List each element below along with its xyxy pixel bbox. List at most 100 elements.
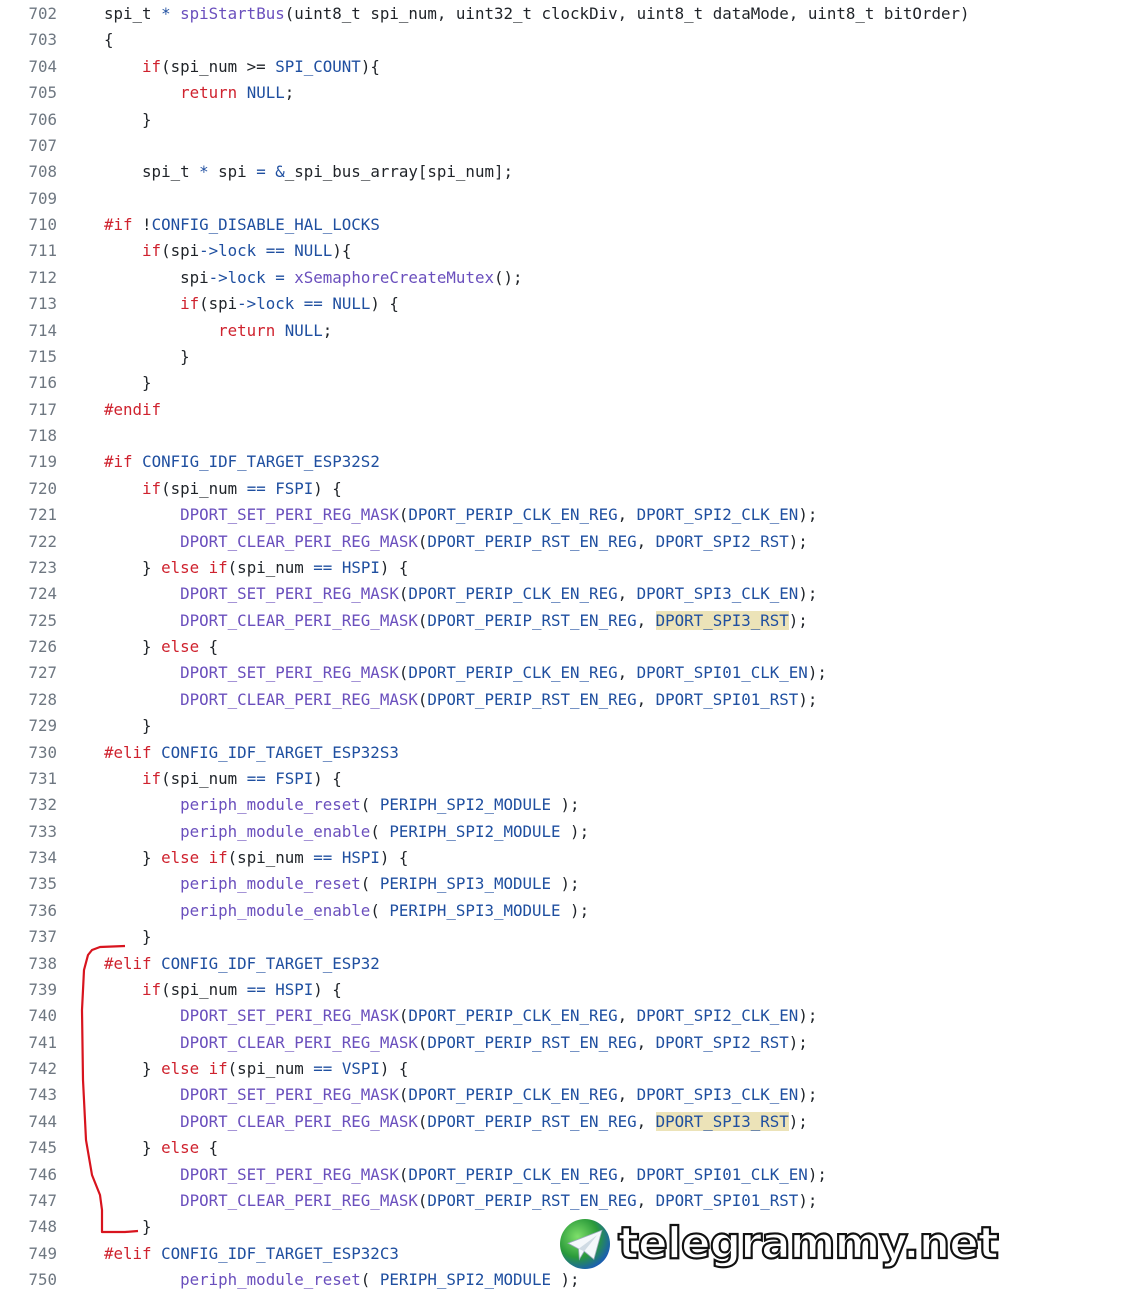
line-number[interactable]: 704 <box>28 56 57 76</box>
line-number[interactable]: 708 <box>28 162 57 182</box>
constant-token: FSPI <box>275 478 314 498</box>
constant-token: == <box>246 768 266 788</box>
code-token: (spi_num <box>227 557 314 577</box>
line-number[interactable]: 748 <box>28 1217 57 1237</box>
line-number[interactable]: 705 <box>28 83 57 103</box>
line-source: #if CONFIG_IDF_TARGET_ESP32S2 <box>104 449 380 475</box>
line-source: DPORT_CLEAR_PERI_REG_MASK(DPORT_PERIP_RS… <box>104 608 808 634</box>
line-source: #elif CONFIG_IDF_TARGET_ESP32S3 <box>104 740 399 766</box>
line-number[interactable]: 702 <box>28 4 57 23</box>
constant-token: DPORT_PERIP_RST_EN_REG <box>427 531 637 551</box>
line-source: } else if(spi_num == HSPI) { <box>104 555 408 581</box>
code-token: (spi_num <box>227 1059 314 1078</box>
line-number[interactable]: 726 <box>28 637 57 656</box>
constant-token: == <box>246 478 266 498</box>
keyword-token: if <box>142 241 162 261</box>
code-token: ; <box>322 320 333 340</box>
line-number[interactable]: 738 <box>28 953 57 973</box>
line-source: DPORT_SET_PERI_REG_MASK(DPORT_PERIP_CLK_… <box>104 1162 827 1188</box>
keyword-token: return <box>180 83 238 103</box>
line-number[interactable]: 737 <box>28 927 57 947</box>
line-number[interactable]: 703 <box>28 30 57 50</box>
constant-token: DPORT_PERIP_CLK_EN_REG <box>408 1164 618 1184</box>
function-token: DPORT_CLEAR_PERI_REG_MASK <box>180 1190 418 1210</box>
keyword-token: if <box>208 557 228 577</box>
code-token: ) { <box>379 557 409 577</box>
constant-token: CONFIG_IDF_TARGET_ESP32S3 <box>161 742 399 762</box>
line-source: } <box>104 344 190 370</box>
line-number[interactable]: 725 <box>28 610 57 630</box>
line-source: DPORT_CLEAR_PERI_REG_MASK(DPORT_PERIP_RS… <box>104 1188 817 1214</box>
line-number[interactable]: 713 <box>28 294 57 314</box>
code-token <box>266 479 276 498</box>
line-number[interactable]: 747 <box>28 1190 57 1210</box>
line-number[interactable]: 707 <box>28 135 57 155</box>
line-source: #elif CONFIG_IDF_TARGET_ESP32C3 <box>104 1241 399 1267</box>
code-token: , <box>617 663 637 683</box>
line-number[interactable]: 709 <box>28 188 57 208</box>
line-number[interactable]: 746 <box>28 1164 57 1184</box>
line-number[interactable]: 740 <box>28 1006 57 1026</box>
line-number[interactable]: 706 <box>28 109 57 129</box>
watermark-text: telegrammy.net <box>617 1217 1000 1270</box>
line-number[interactable]: 711 <box>28 241 57 261</box>
constant-token: DPORT_PERIP_RST_EN_REG <box>427 1190 637 1210</box>
line-number[interactable]: 722 <box>28 531 57 551</box>
line-number[interactable]: 745 <box>28 1138 57 1158</box>
code-token <box>104 980 142 999</box>
line-number[interactable]: 750 <box>28 1270 57 1289</box>
code-token <box>104 532 180 551</box>
line-number[interactable]: 727 <box>28 663 57 683</box>
code-token: (uint8_t spi_num, uint32_t clockDiv, uin… <box>284 4 970 23</box>
line-number[interactable]: 741 <box>28 1032 57 1052</box>
constant-token: = <box>256 162 266 182</box>
line-number[interactable]: 732 <box>28 795 57 815</box>
code-token: ) { <box>370 294 399 314</box>
line-number[interactable]: 716 <box>28 373 57 393</box>
line-number[interactable]: 742 <box>28 1059 57 1078</box>
line-number[interactable]: 717 <box>28 399 57 419</box>
code-token <box>104 663 180 682</box>
code-token: (spi <box>199 294 238 314</box>
line-number[interactable]: 730 <box>28 742 57 762</box>
line-number[interactable]: 735 <box>28 874 57 894</box>
line-source: return NULL; <box>104 80 294 106</box>
keyword-token: #if <box>104 215 133 234</box>
code-token: ); <box>798 1190 818 1210</box>
code-token <box>275 321 285 340</box>
line-number[interactable]: 721 <box>28 505 57 525</box>
line-source: DPORT_SET_PERI_REG_MASK(DPORT_PERIP_CLK_… <box>104 1082 817 1108</box>
code-token <box>152 743 162 762</box>
line-number[interactable]: 733 <box>28 821 57 841</box>
line-number[interactable]: 719 <box>28 452 57 472</box>
line-number[interactable]: 723 <box>28 557 57 577</box>
line-number[interactable]: 739 <box>28 979 57 999</box>
keyword-token: if <box>142 56 162 76</box>
code-token: ( <box>417 1190 428 1210</box>
line-source: { <box>104 27 114 53</box>
line-number[interactable]: 712 <box>28 267 57 287</box>
constant-token: == <box>246 979 266 999</box>
line-number[interactable]: 714 <box>28 320 57 340</box>
keyword-token: #elif <box>104 742 152 762</box>
line-number[interactable]: 729 <box>28 716 57 736</box>
line-number[interactable]: 744 <box>28 1111 57 1131</box>
constant-token: HSPI <box>341 848 380 867</box>
function-token: DPORT_SET_PERI_REG_MASK <box>180 1006 399 1026</box>
line-number[interactable]: 728 <box>28 689 57 709</box>
code-token: spi_t <box>104 4 162 23</box>
line-number[interactable]: 720 <box>28 478 57 498</box>
line-source: } <box>104 1214 152 1240</box>
constant-token: == <box>313 557 333 577</box>
line-number[interactable]: 734 <box>28 848 57 867</box>
line-number[interactable]: 731 <box>28 768 57 788</box>
line-number[interactable]: 743 <box>28 1085 57 1105</box>
line-number[interactable]: 724 <box>28 584 57 604</box>
line-number[interactable]: 718 <box>28 426 57 445</box>
code-token: ); <box>798 1006 818 1026</box>
line-number[interactable]: 710 <box>28 215 57 234</box>
line-number[interactable]: 749 <box>28 1243 57 1263</box>
line-number[interactable]: 736 <box>28 900 57 920</box>
line-number[interactable]: 715 <box>28 346 57 366</box>
constant-token: CONFIG_IDF_TARGET_ESP32C3 <box>161 1243 399 1263</box>
